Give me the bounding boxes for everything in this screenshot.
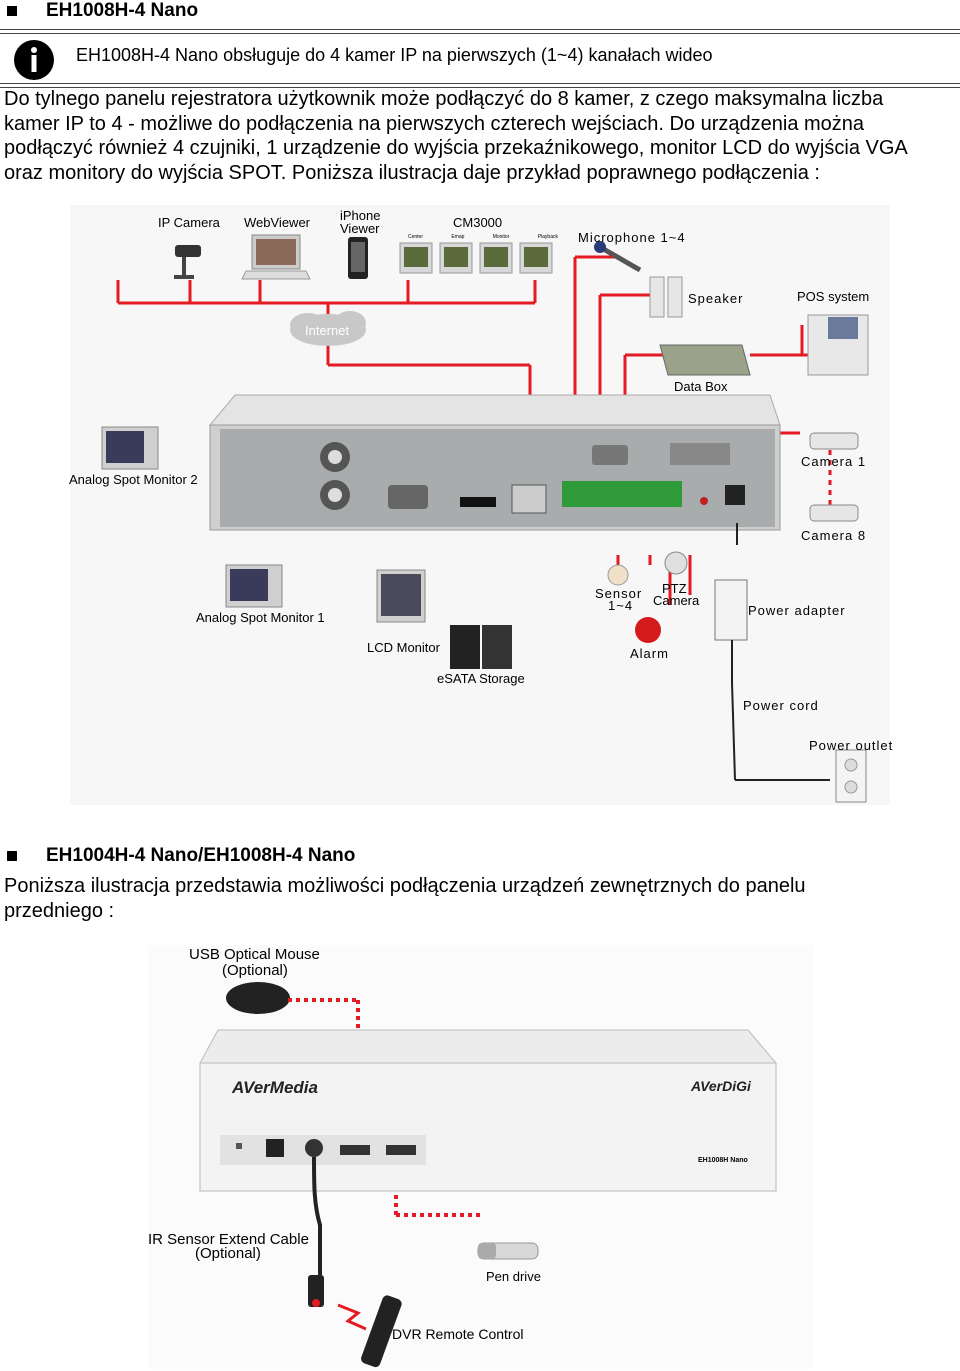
divider [0,29,960,34]
logo-avermedia: AVerMedia [232,1078,318,1097]
model-label: EH1008H Nano [698,1157,748,1164]
label-pen-drive: Pen drive [486,1269,541,1284]
paragraph-line: Poniższa ilustracja przedstawia możliwoś… [4,875,806,897]
label-lcd-monitor: LCD Monitor [367,640,440,655]
cm3000-tab: Playback [537,234,558,240]
label-ir-sensor: IR Sensor Extend Cable [148,1231,309,1248]
label-ptz: PTZ [662,581,687,596]
usb-mouse-image [226,982,290,1014]
label-pos-system: POS system [797,289,870,304]
label-microphone: Microphone 1~4 [578,230,686,245]
paragraph-line: kamer IP to 4 - możliwe do podłączenia n… [4,112,865,135]
label-internet: Internet [305,323,350,338]
label-iphone-viewer: iPhone [340,208,381,223]
info-icon [14,40,54,80]
label-webviewer: WebViewer [244,215,310,230]
internet-cloud [290,311,366,346]
cm3000-tab: Emap [451,234,465,240]
label-iphone-viewer: Viewer [340,221,380,236]
cm3000-tab: Center [408,234,424,240]
paragraph-line: przedniego : [4,899,115,922]
divider [0,83,960,88]
rear-panel-diagram: IP Camera WebViewer iPhone Viewer CM3000… [69,205,894,805]
label-usb-mouse: (Optional) [222,962,288,979]
section-heading: EH1008H-4 Nano [46,0,199,21]
logo-averdigi: AVerDiGi [691,1078,751,1094]
intro-paragraph: Do tylnego panelu rejestratora użytkowni… [4,87,960,185]
label-cm3000: CM3000 [453,215,503,230]
label-camera-8: Camera 8 [801,528,867,543]
bullet-marker [7,6,17,16]
cm3000-tabs: Center Emap Monitor Playback [408,234,558,240]
label-esata-storage: eSATA Storage [437,671,525,686]
section-heading: EH1004H-4 Nano/EH1008H-4 Nano [46,845,356,866]
label-ir-sensor: (Optional) [195,1245,261,1262]
label-data-box: Data Box [674,379,728,394]
label-sensor: Sensor [595,586,643,601]
label-power-cord: Power cord [743,698,819,713]
front-panel-diagram: AVerMedia AVerDiGi EH1008H Nano USB Opti… [148,945,813,1369]
ip-camera-image [174,245,201,279]
label-ptz: Camera [653,593,700,608]
label-camera-1: Camera 1 [801,454,867,469]
cm3000-tab: Monitor [492,234,510,240]
label-alarm: Alarm [630,646,669,661]
label-speaker: Speaker [688,291,744,306]
paragraph-line: podłączyć również 4 czujniki, 1 urządzen… [4,137,908,159]
label-power-adapter: Power adapter [748,603,846,618]
bullet-marker [7,851,17,861]
label-ip-camera: IP Camera [158,215,220,230]
paragraph-line: Do tylnego panelu rejestratora użytkowni… [4,88,884,110]
label-analog-spot-1: Analog Spot Monitor 1 [196,610,325,625]
info-note: EH1008H-4 Nano obsługuje do 4 kamer IP n… [76,45,713,65]
label-usb-mouse: USB Optical Mouse [189,946,320,963]
paragraph-line: oraz monitory do wyjścia SPOT. Poniższa … [4,161,820,184]
label-sensor: 1~4 [608,598,634,613]
label-dvr-remote: DVR Remote Control [392,1326,524,1342]
label-analog-spot-2: Analog Spot Monitor 2 [69,472,198,487]
front-paragraph: Poniższa ilustracja przedstawia możliwoś… [4,874,960,923]
label-power-outlet: Power outlet [809,738,894,753]
